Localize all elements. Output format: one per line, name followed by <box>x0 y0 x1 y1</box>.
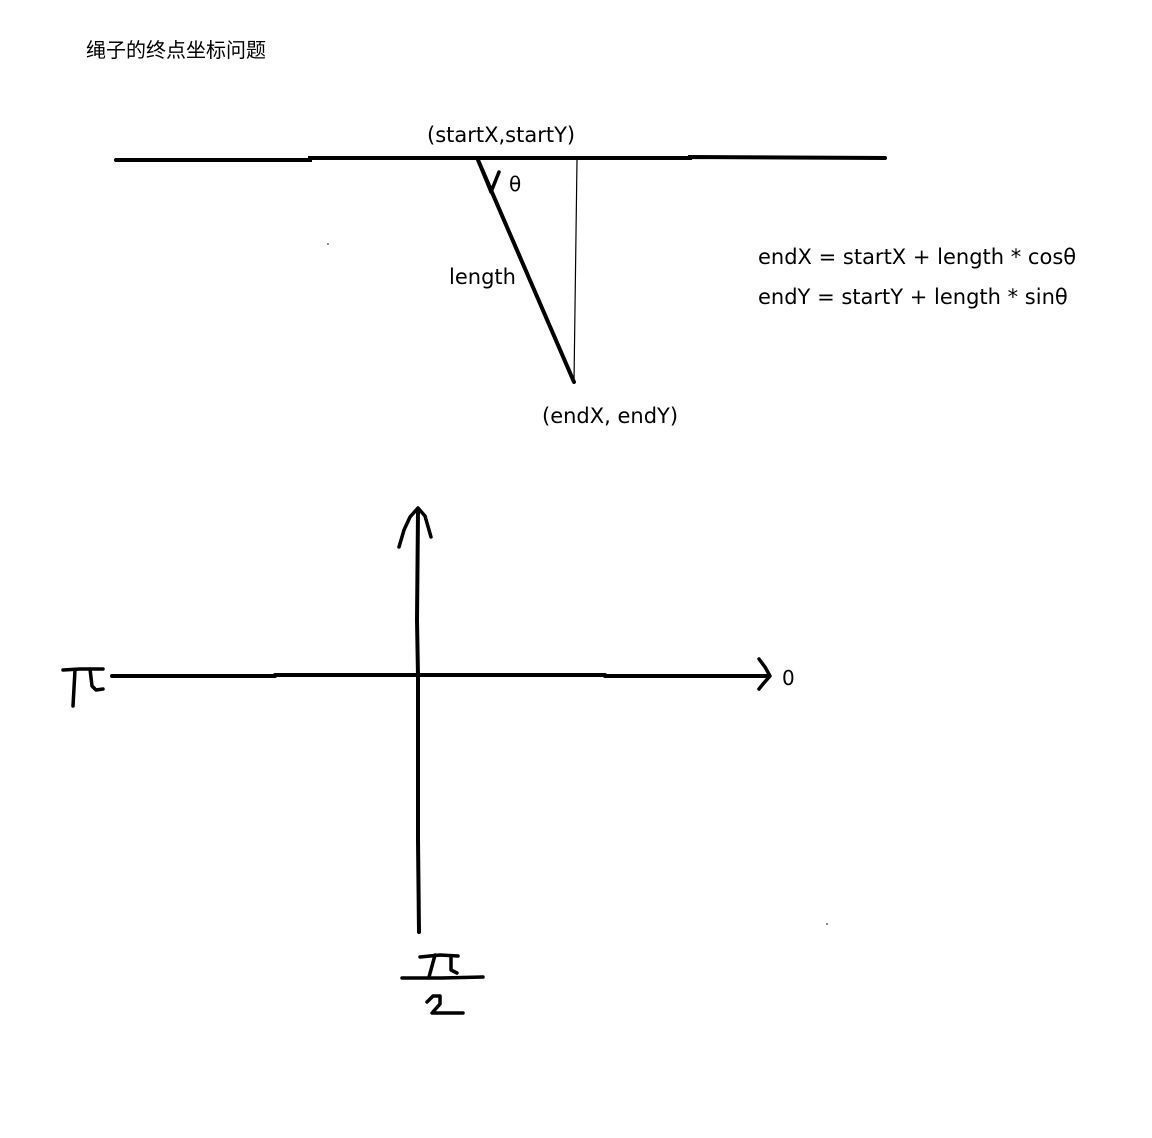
angle-arc <box>476 158 501 194</box>
rope-diagram <box>114 154 887 384</box>
end-x-formula: endX = startX + length * cosθ <box>758 245 1077 269</box>
up-arrow-head <box>397 506 433 549</box>
angle-axes <box>61 506 828 1015</box>
horizontal-axis <box>110 673 770 678</box>
vertical-projection-line <box>573 159 578 383</box>
angle-label: θ <box>509 172 522 196</box>
rope-line <box>476 158 576 384</box>
pi-left-glyph <box>61 667 105 708</box>
stray-dot <box>327 243 329 245</box>
start-point-label: (startX,startY) <box>427 123 576 147</box>
ceiling-line <box>114 154 887 162</box>
page-title: 绳子的终点坐标问题 <box>86 38 266 62</box>
zero-angle-label: 0 <box>782 666 795 690</box>
pi-over-2-glyph <box>400 953 485 1015</box>
stray-dot-2 <box>826 923 828 925</box>
vertical-axis <box>415 510 421 934</box>
end-y-formula: endY = startY + length * sinθ <box>758 285 1068 309</box>
rope-length-label: length <box>449 265 516 289</box>
end-point-label: (endX, endY) <box>542 404 679 428</box>
right-arrow-head <box>757 657 772 691</box>
